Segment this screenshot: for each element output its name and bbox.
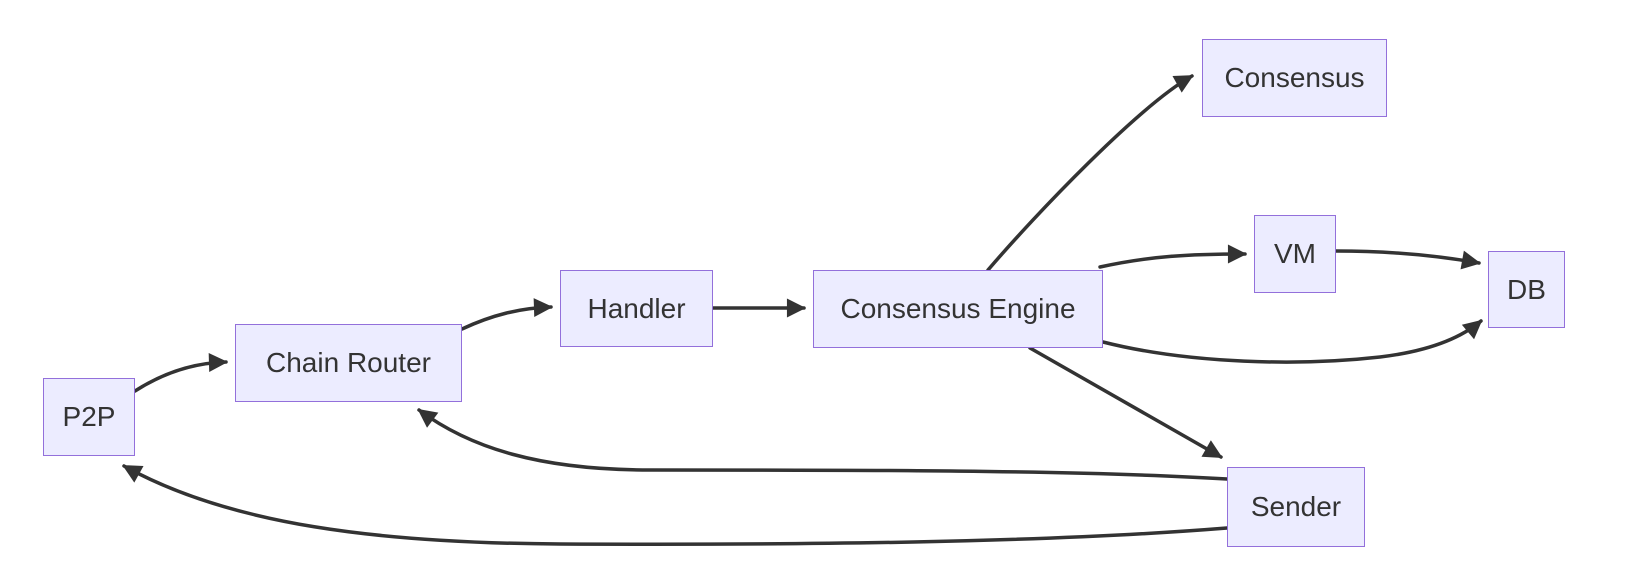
- node-db-label: DB: [1507, 273, 1546, 305]
- node-handler: Handler: [560, 270, 713, 347]
- node-consensus: Consensus: [1202, 39, 1387, 117]
- node-vm-label: VM: [1274, 238, 1316, 269]
- edge-sender-to-chain-router: [417, 408, 1229, 481]
- node-handler-label: Handler: [587, 292, 686, 324]
- edge-consensus-engine-to-vm: [1098, 244, 1247, 269]
- edge-consensus-engine-to-db: [1101, 319, 1483, 364]
- node-vm: VM: [1254, 215, 1336, 293]
- node-consensus-label: Consensus: [1224, 62, 1365, 93]
- edge-chain-router-to-handler: [460, 298, 553, 331]
- node-chain-router: Chain Router: [235, 324, 462, 402]
- edge-p2p-to-chain-router: [133, 353, 228, 393]
- node-p2p: P2P: [43, 378, 135, 456]
- edge-vm-to-db: [1334, 249, 1481, 270]
- edge-consensus-engine-to-sender: [1028, 346, 1223, 459]
- node-db: DB: [1488, 251, 1565, 328]
- edge-sender-to-p2p: [122, 464, 1229, 546]
- node-sender-label: Sender: [1250, 491, 1342, 522]
- node-consensus-engine-label: Consensus Engine: [840, 293, 1076, 324]
- edge-consensus-engine-to-consensus: [986, 74, 1194, 272]
- node-chain-router-label: Chain Router: [266, 347, 431, 378]
- node-p2p-label: P2P: [62, 401, 116, 432]
- node-sender: Sender: [1227, 467, 1365, 547]
- node-consensus-engine: Consensus Engine: [813, 270, 1103, 348]
